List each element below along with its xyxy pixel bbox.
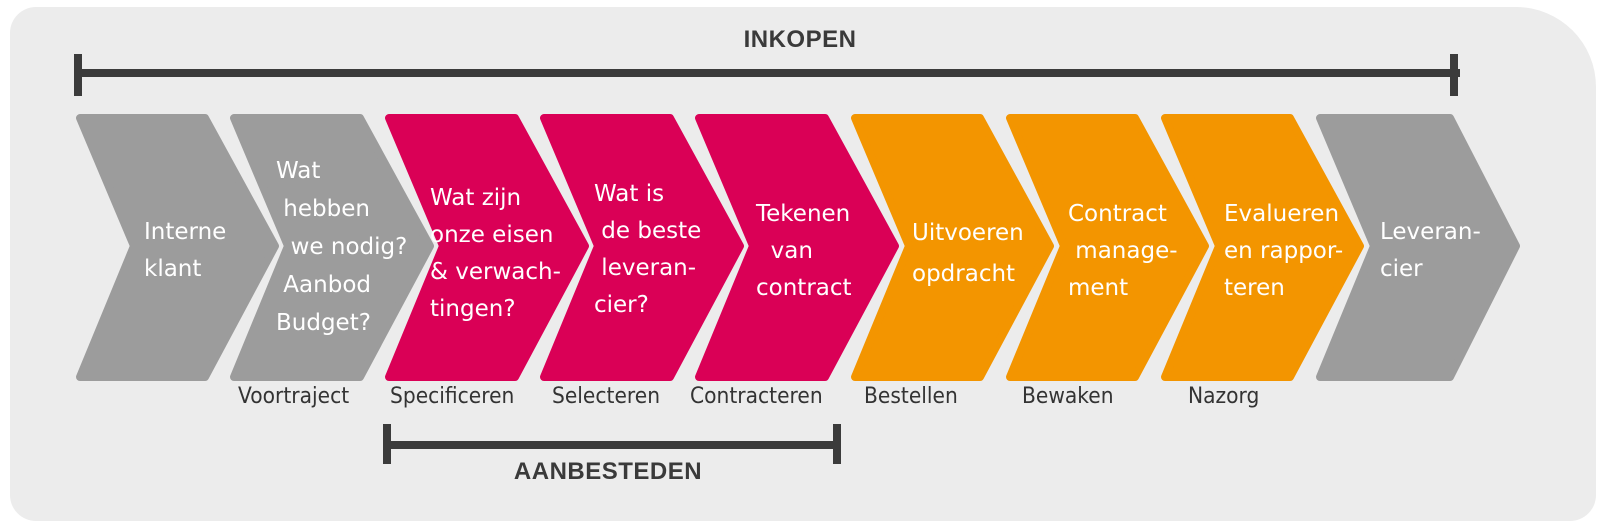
chevron-7	[1006, 114, 1209, 381]
inkopen-bar	[74, 69, 1460, 77]
step-text-interne-klant: Interne klant	[144, 219, 227, 282]
step-text-selecteren: Wat is de beste leveran- cier?	[594, 181, 702, 318]
phase-specificeren: Specificeren	[390, 384, 515, 409]
chevron-6	[851, 114, 1054, 381]
phase-bewaken: Bewaken	[1022, 384, 1114, 409]
aanbesteden-bar-left-cap	[383, 424, 391, 464]
inkopen-bar-left-cap	[74, 54, 82, 96]
phase-bestellen: Bestellen	[864, 384, 958, 409]
aanbesteden-label: AANBESTEDEN	[513, 458, 703, 485]
aanbesteden-bar-right-cap	[833, 424, 841, 464]
step-text-voortraject: Wat hebben we nodig? Aanbod Budget?	[276, 158, 408, 336]
chevron-3	[385, 114, 589, 381]
phase-nazorg: Nazorg	[1188, 384, 1260, 409]
step-text-leverancier: Leveran- cier	[1380, 219, 1481, 282]
inkopen-label: INKOPEN	[743, 26, 857, 53]
chevron-4	[540, 114, 744, 381]
step-text-nazorg: Evalueren en rappor- teren	[1224, 201, 1344, 301]
chevron-2	[230, 114, 434, 381]
aanbesteden-bar	[383, 441, 841, 449]
step-text-contracteren: Tekenen van contract	[756, 201, 852, 301]
chevron-1	[76, 114, 279, 381]
phase-voortraject: Voortraject	[238, 384, 350, 409]
phase-contracteren: Contracteren	[690, 384, 823, 409]
chevron-8	[1161, 114, 1364, 381]
step-text-bewaken: Contract manage- ment	[1068, 201, 1178, 301]
phase-selecteren: Selecteren	[552, 384, 661, 409]
inkopen-bar-right-cap	[1450, 54, 1458, 96]
step-text-specificeren: Wat zijn onze eisen & verwach- tingen?	[430, 185, 561, 322]
step-text-bestellen: Uitvoeren opdracht	[912, 220, 1024, 287]
chevron-5	[695, 114, 899, 381]
chevron-9	[1316, 114, 1520, 381]
